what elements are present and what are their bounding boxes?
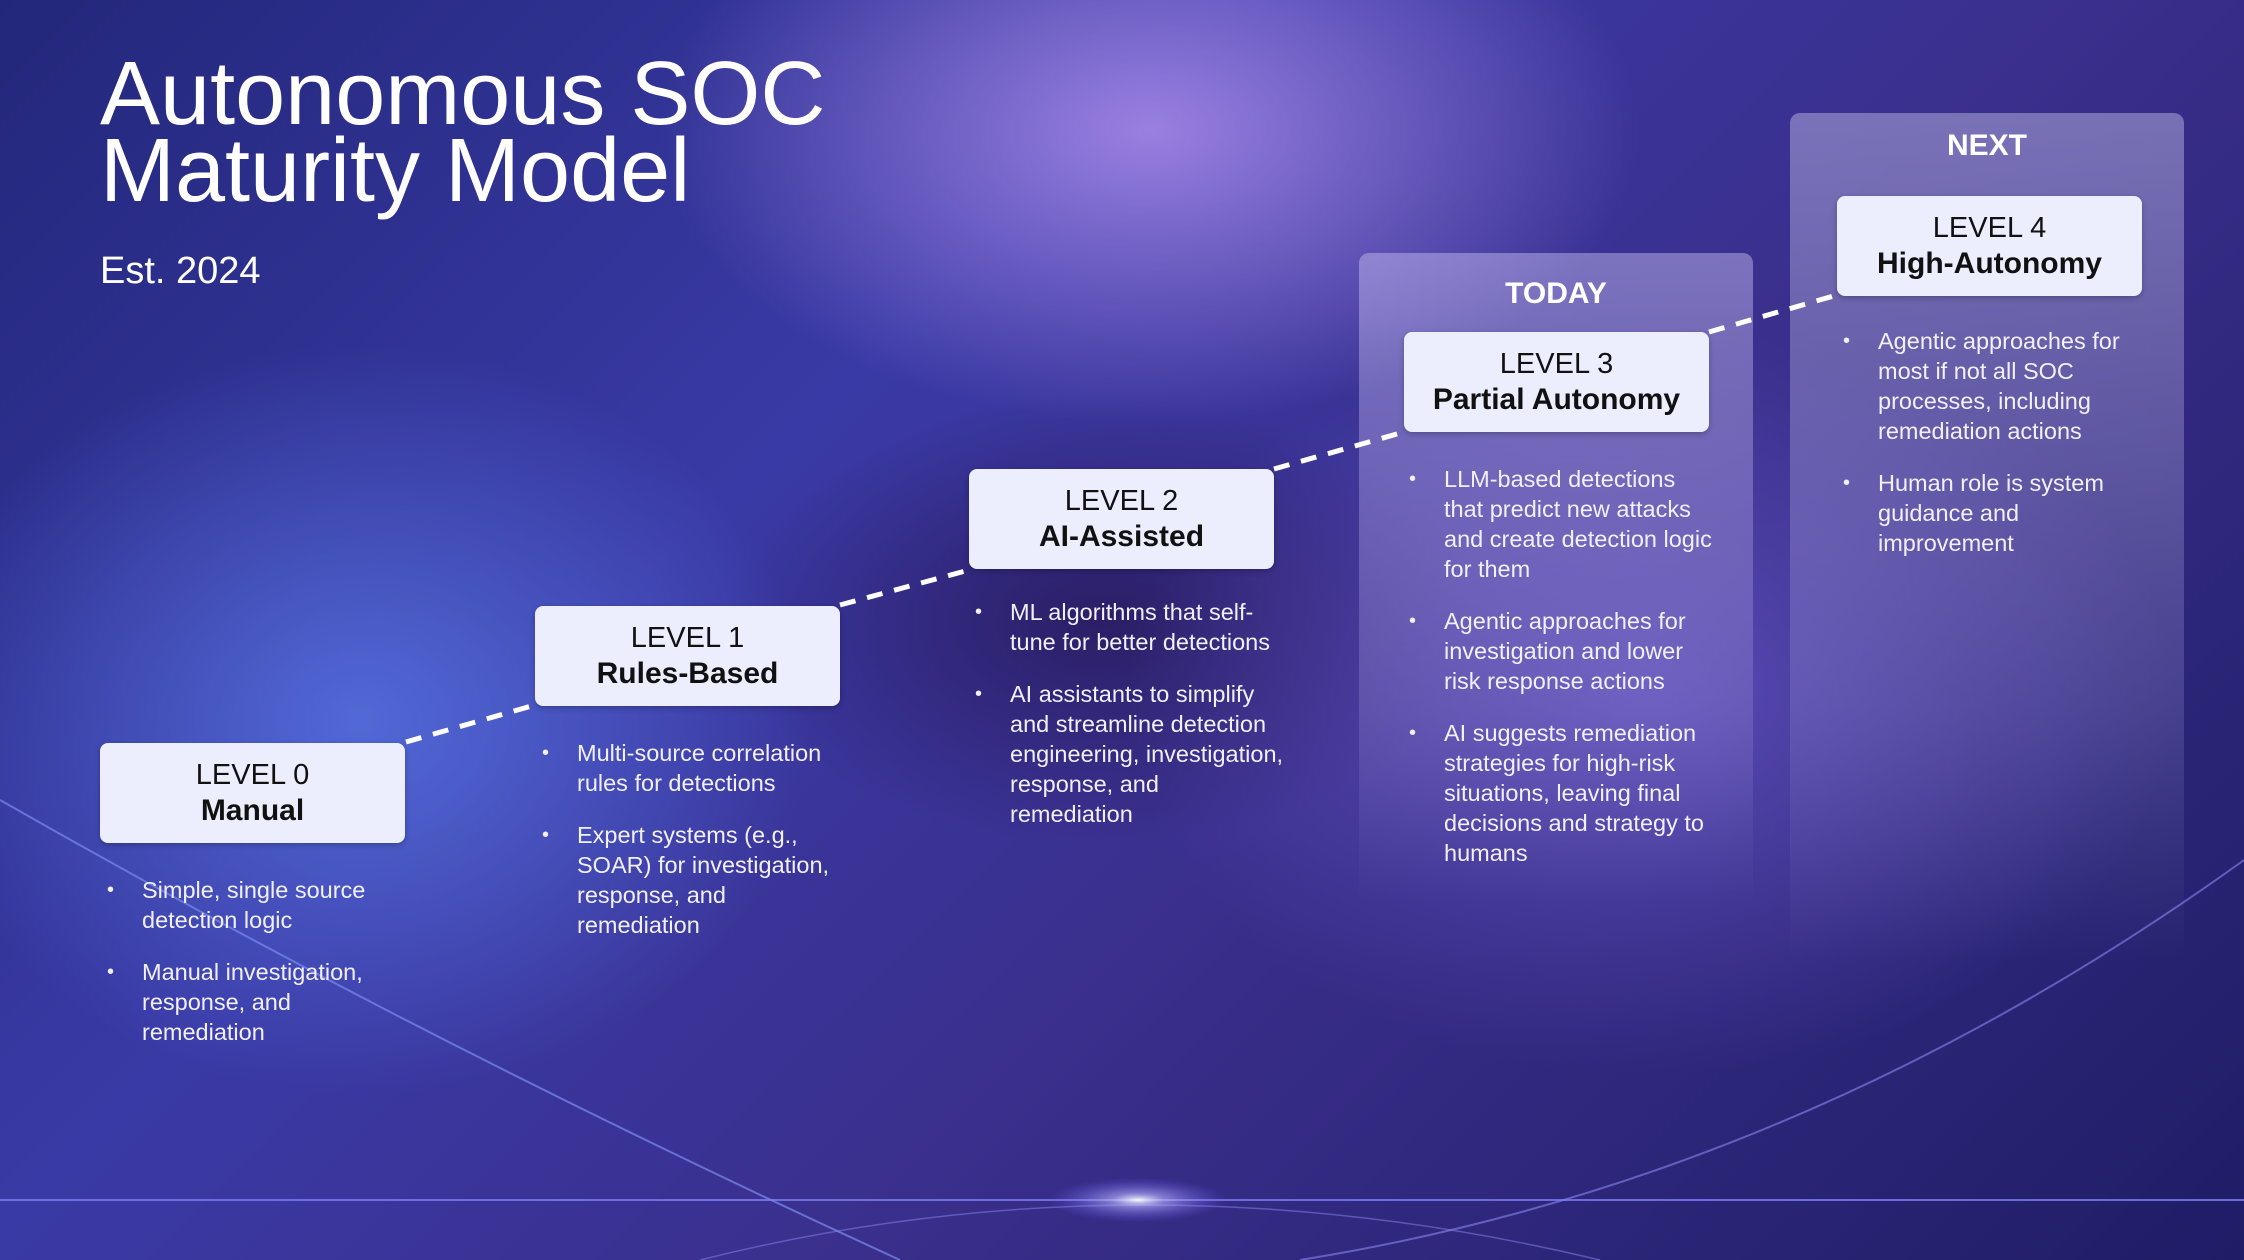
background-arc-left <box>0 799 901 1260</box>
level-2-bullets: ML algorithms that self-tune for better … <box>975 597 1285 851</box>
connector-3-4 <box>1708 292 1838 335</box>
level-1-bullets: Multi-source correlation rules for detec… <box>542 738 852 962</box>
level-3-bullets: LLM-based detections that predict new at… <box>1409 464 1719 890</box>
level-name: Manual <box>200 794 305 827</box>
level-name: Rules-Based <box>596 657 779 690</box>
list-item: Multi-source correlation rules for detec… <box>542 738 852 798</box>
list-item: Human role is system guidance and improv… <box>1843 468 2143 558</box>
level-2-card: LEVEL 2 AI-Assisted <box>969 469 1274 569</box>
level-name: Partial Autonomy <box>1432 383 1681 416</box>
background-arc-right <box>1299 859 2244 1260</box>
level-number: LEVEL 4 <box>1932 212 2047 244</box>
subtitle: Est. 2024 <box>100 250 261 292</box>
connector-0-1 <box>405 702 536 745</box>
list-item: Agentic approaches for most if not all S… <box>1843 326 2143 446</box>
level-number: LEVEL 3 <box>1499 348 1614 380</box>
level-name: AI-Assisted <box>1038 520 1205 553</box>
level-3-card: LEVEL 3 Partial Autonomy <box>1404 332 1709 432</box>
horizon-glow <box>1048 1178 1228 1222</box>
connector-2-3 <box>1273 429 1405 472</box>
list-item: LLM-based detections that predict new at… <box>1409 464 1719 584</box>
next-label: NEXT <box>1946 129 2027 162</box>
title-line-2: Maturity Model <box>100 121 691 221</box>
today-label: TODAY <box>1505 277 1607 310</box>
level-4-card: LEVEL 4 High-Autonomy <box>1837 196 2142 296</box>
list-item: Simple, single source detection logic <box>107 875 407 935</box>
level-0-bullets: Simple, single source detection logic Ma… <box>107 875 407 1069</box>
connector-1-2 <box>839 567 970 608</box>
level-number: LEVEL 0 <box>195 759 310 791</box>
level-name: High-Autonomy <box>1877 247 2102 280</box>
list-item: ML algorithms that self-tune for better … <box>975 597 1285 657</box>
list-item: AI suggests remediation strategies for h… <box>1409 718 1719 868</box>
list-item: Expert systems (e.g., SOAR) for investig… <box>542 820 852 940</box>
list-item: Manual investigation, response, and reme… <box>107 957 407 1047</box>
level-number: LEVEL 2 <box>1064 485 1179 517</box>
page-title: Autonomous SOC Maturity Model <box>100 44 826 221</box>
level-1-card: LEVEL 1 Rules-Based <box>535 606 840 706</box>
title-line-1: Autonomous SOC <box>100 44 826 144</box>
list-item: Agentic approaches for investigation and… <box>1409 606 1719 696</box>
level-4-bullets: Agentic approaches for most if not all S… <box>1843 326 2143 580</box>
list-item: AI assistants to simplify and streamline… <box>975 679 1285 829</box>
level-0-card: LEVEL 0 Manual <box>100 743 405 843</box>
level-number: LEVEL 1 <box>630 622 745 654</box>
